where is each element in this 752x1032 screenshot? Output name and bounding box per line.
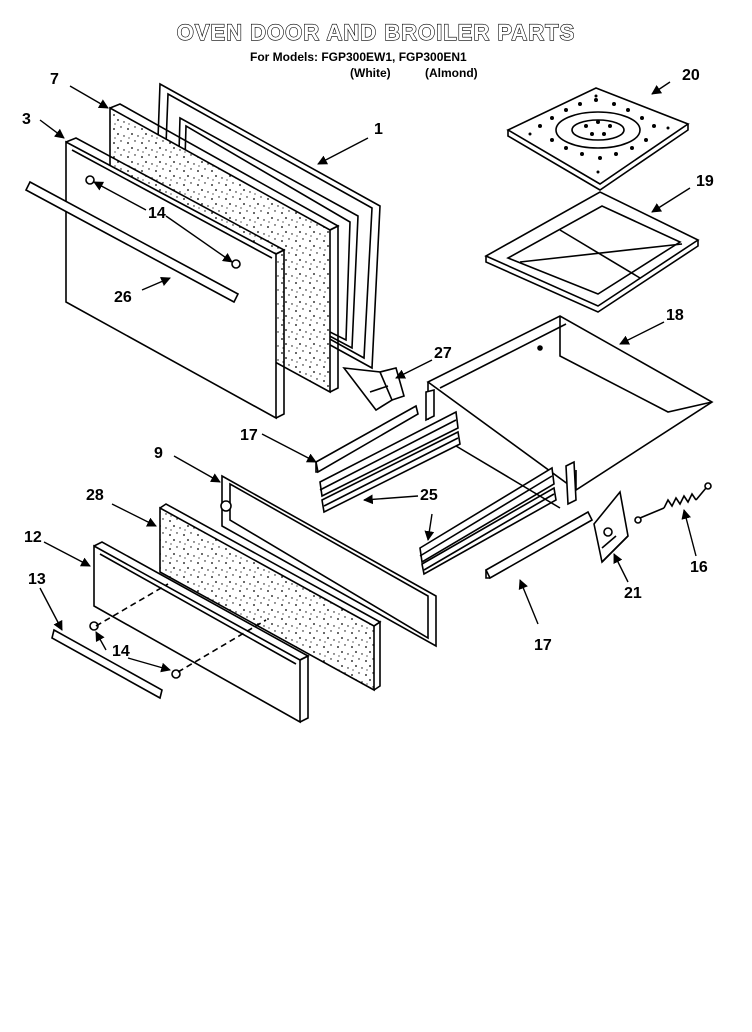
callout-18: 18 bbox=[666, 307, 684, 324]
align-line-a bbox=[95, 583, 169, 627]
callout-9: 9 bbox=[154, 445, 163, 462]
callout-16: 16 bbox=[690, 559, 708, 576]
part-21-bracket bbox=[593, 490, 629, 564]
callout-28: 28 bbox=[86, 487, 104, 504]
part-19-pan bbox=[484, 191, 700, 313]
callout-19: 19 bbox=[696, 173, 714, 190]
part-25-rails-left bbox=[319, 410, 461, 514]
page-title: OVEN DOOR AND BROILER PARTS bbox=[176, 19, 576, 45]
part-20-grid bbox=[506, 87, 690, 191]
part-3-door-panel bbox=[65, 137, 286, 420]
callout-3: 3 bbox=[22, 111, 31, 128]
part-17-rail-lower bbox=[484, 510, 594, 580]
callout-21: 21 bbox=[624, 585, 642, 602]
callout-17-upper: 17 bbox=[240, 427, 258, 444]
callout-20: 20 bbox=[682, 67, 700, 84]
models-line: For Models: FGP300EW1, FGP300EN1 bbox=[250, 50, 467, 64]
part-13-handle bbox=[51, 628, 163, 700]
variant-white: (White) bbox=[350, 66, 391, 80]
align-line-b bbox=[177, 619, 267, 673]
callout-27: 27 bbox=[434, 345, 452, 362]
callout-12: 12 bbox=[24, 529, 42, 546]
callout-26: 26 bbox=[114, 289, 132, 306]
screw-14-b bbox=[231, 259, 241, 269]
callout-1: 1 bbox=[374, 121, 383, 138]
screw-14-c bbox=[89, 621, 99, 631]
part-28-insulation bbox=[159, 503, 382, 692]
callout-14-lower: 14 bbox=[112, 643, 130, 660]
grid-holes bbox=[528, 94, 670, 174]
callout-14-upper: 14 bbox=[148, 205, 166, 222]
callout-25: 25 bbox=[420, 487, 438, 504]
part-26-handle bbox=[24, 180, 240, 304]
callout-17-lower: 17 bbox=[534, 637, 552, 654]
part-17-rail-upper bbox=[315, 404, 419, 474]
part-16-spring bbox=[634, 482, 712, 524]
variant-almond: (Almond) bbox=[425, 66, 478, 80]
drawer-bottom-edge bbox=[455, 445, 561, 509]
part-12-drawer-front bbox=[93, 541, 310, 724]
part-27-hinge bbox=[342, 366, 405, 412]
callout-13: 13 bbox=[28, 571, 46, 588]
callout-7: 7 bbox=[50, 71, 59, 88]
part-9-inner-panel bbox=[220, 474, 437, 648]
part-18-drawer bbox=[425, 315, 714, 506]
screw-14-a bbox=[85, 175, 95, 185]
part-25-rails-right bbox=[419, 466, 557, 576]
